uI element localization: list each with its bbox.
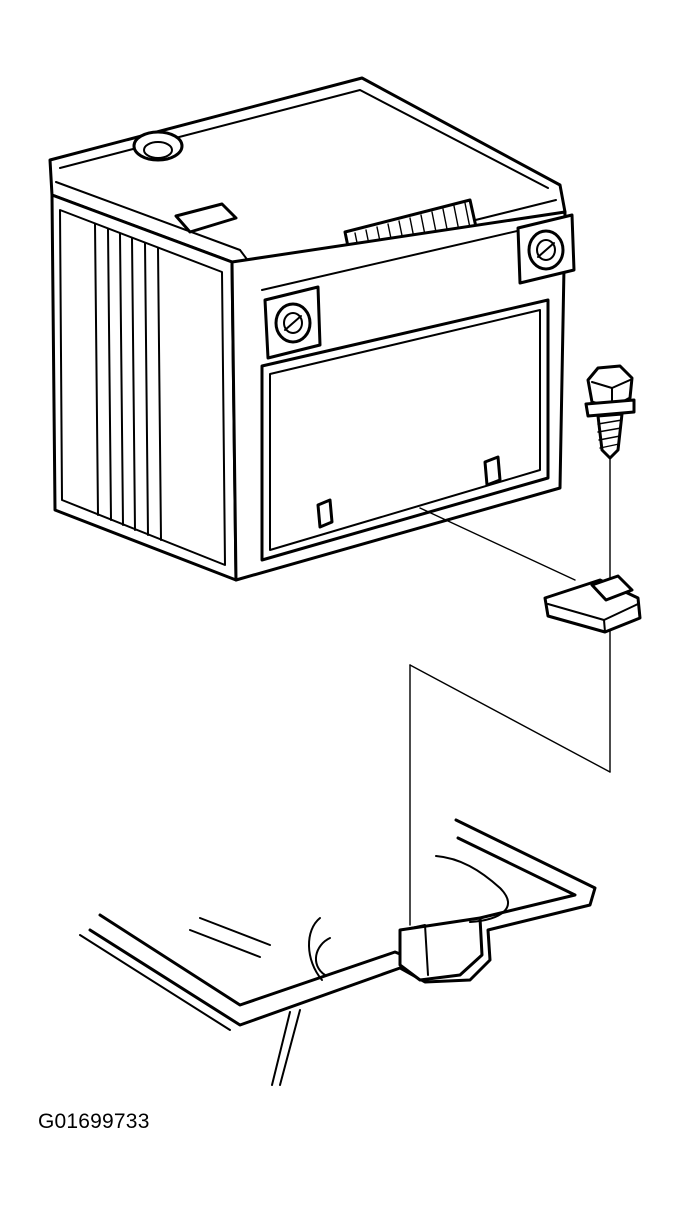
vent-cap [132,130,184,162]
battery-tray [79,818,597,1086]
terminal-left [263,285,322,360]
terminal-right [516,213,576,285]
battery-left-face [50,193,238,582]
hold-down-clamp [543,574,642,634]
figure-id-label: G01699733 [38,1110,150,1133]
battery [48,76,576,582]
lid-indicator [174,202,238,234]
battery-front-panel [260,298,550,562]
battery-front-face [230,210,567,582]
leader-line-battery-clamp [419,507,576,581]
leader-lines-clamp-tray [409,664,611,926]
hold-down-bolt [584,364,636,460]
